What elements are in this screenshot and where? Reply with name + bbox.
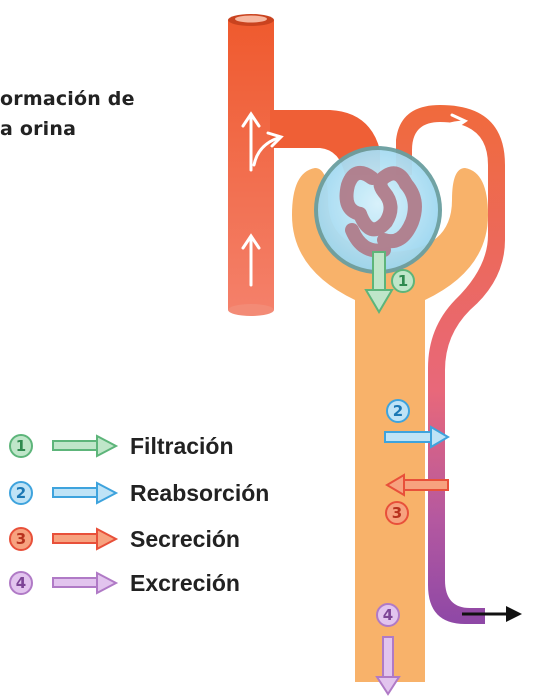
svg-text:2: 2 — [16, 484, 26, 502]
excretion-marker: 4 — [376, 603, 400, 627]
svg-text:3: 3 — [392, 504, 402, 522]
legend-item-filtracion: 1 Filtración — [9, 433, 234, 459]
svg-text:Secreción: Secreción — [130, 526, 240, 552]
legend-item-secrecion: 3 Secreción — [9, 526, 240, 552]
svg-text:2: 2 — [393, 402, 403, 420]
title-line-1: ormación de — [0, 88, 135, 110]
svg-text:Reabsorción: Reabsorción — [130, 480, 269, 506]
glomerulus — [339, 165, 422, 258]
svg-text:4: 4 — [383, 606, 393, 624]
title-line-2: a orina — [0, 118, 77, 140]
reabsorption-arrow — [384, 425, 450, 449]
svg-text:1: 1 — [16, 437, 26, 455]
legend-item-reabsorcion: 2 Reabsorción — [9, 480, 269, 506]
svg-text:Excreción: Excreción — [130, 570, 240, 596]
svg-text:1: 1 — [398, 272, 408, 290]
legend: 1 Filtración 2 Reabsorción 3 Secreción 4… — [9, 433, 269, 596]
svg-text:Filtración: Filtración — [130, 433, 234, 459]
svg-text:3: 3 — [16, 530, 26, 548]
excretion-arrow — [375, 636, 401, 696]
tubule — [292, 168, 488, 682]
legend-item-excrecion: 4 Excreción — [9, 570, 240, 596]
exit-arrow — [462, 606, 522, 622]
filtration-marker: 1 — [391, 269, 415, 293]
blood-flow-arrows — [241, 111, 530, 287]
svg-text:4: 4 — [16, 574, 26, 592]
reabsorption-marker: 2 — [386, 399, 410, 423]
secretion-marker: 3 — [385, 501, 409, 525]
secretion-arrow — [385, 473, 449, 497]
filtration-arrow — [364, 251, 394, 314]
